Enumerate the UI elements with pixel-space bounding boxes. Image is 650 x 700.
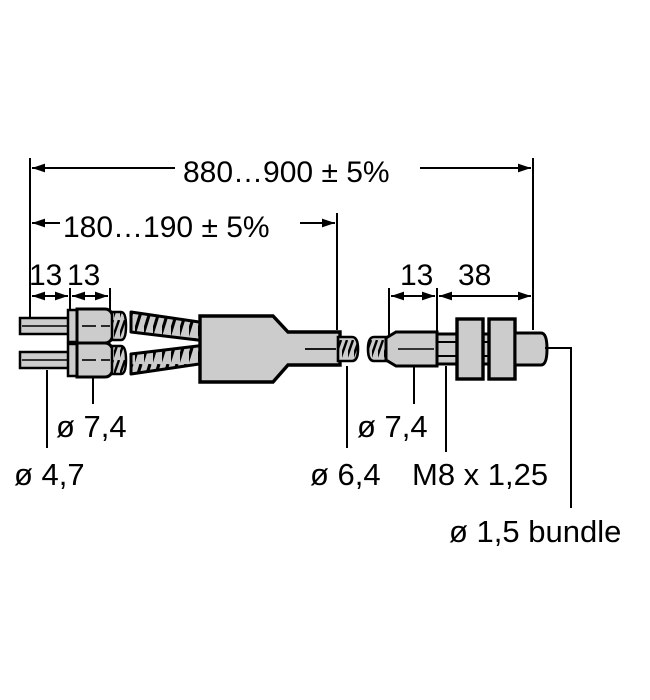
end-cap <box>513 331 549 367</box>
callout-bundle-spec: ø 1,5 bundle <box>449 347 621 549</box>
leader-bundle-spec <box>545 347 572 508</box>
trunk-cable-left-stub <box>336 335 360 363</box>
hex-nut-second <box>487 317 517 381</box>
callout-left-fiber-dia: ø 4,7 <box>14 370 85 492</box>
dimension-branch-length: 180…190 ± 5% <box>32 211 338 330</box>
callout-label-left-ferrule-dia: ø 7,4 <box>56 409 127 444</box>
dimension-label-left-seg1: 13 <box>29 259 62 292</box>
dimension-label-branch-length: 180…190 ± 5% <box>63 211 270 244</box>
callout-thread-spec: M8 x 1,25 <box>412 366 548 492</box>
splitter-body <box>198 314 342 384</box>
dimension-label-right-seg2: 38 <box>458 259 491 292</box>
left-connector-lower <box>18 341 128 379</box>
dimension-label-right-seg1: 13 <box>400 259 433 292</box>
trunk-stub-left <box>336 335 360 363</box>
callout-label-thread-spec: M8 x 1,25 <box>412 457 548 492</box>
strain-relief-lower <box>110 344 128 376</box>
trunk-stub-right <box>366 335 390 363</box>
callout-label-left-fiber-dia: ø 4,7 <box>14 457 85 492</box>
callout-label-right-ferrule-dia: ø 7,4 <box>357 409 428 444</box>
callout-left-ferrule-dia: ø 7,4 <box>56 378 127 444</box>
right-connector-assembly <box>384 317 549 381</box>
dimension-label-overall-length: 880…900 ± 5% <box>183 156 390 189</box>
hex-nut-first <box>455 317 485 381</box>
trunk-cable-right-stub <box>366 335 390 363</box>
strain-relief-upper <box>110 310 128 342</box>
dimension-right-segments: 13 38 <box>388 259 531 342</box>
dimension-overall-length: 880…900 ± 5% <box>29 156 534 330</box>
splitter-outline <box>198 314 342 384</box>
left-connector-upper <box>18 307 128 345</box>
callout-label-bundle-spec: ø 1,5 bundle <box>449 514 621 549</box>
callout-right-cable-dia: ø 6,4 <box>310 366 381 492</box>
callout-label-right-cable-dia: ø 6,4 <box>310 457 381 492</box>
callout-right-ferrule-dia: ø 7,4 <box>357 366 428 444</box>
dimension-label-left-seg2: 13 <box>67 259 100 292</box>
